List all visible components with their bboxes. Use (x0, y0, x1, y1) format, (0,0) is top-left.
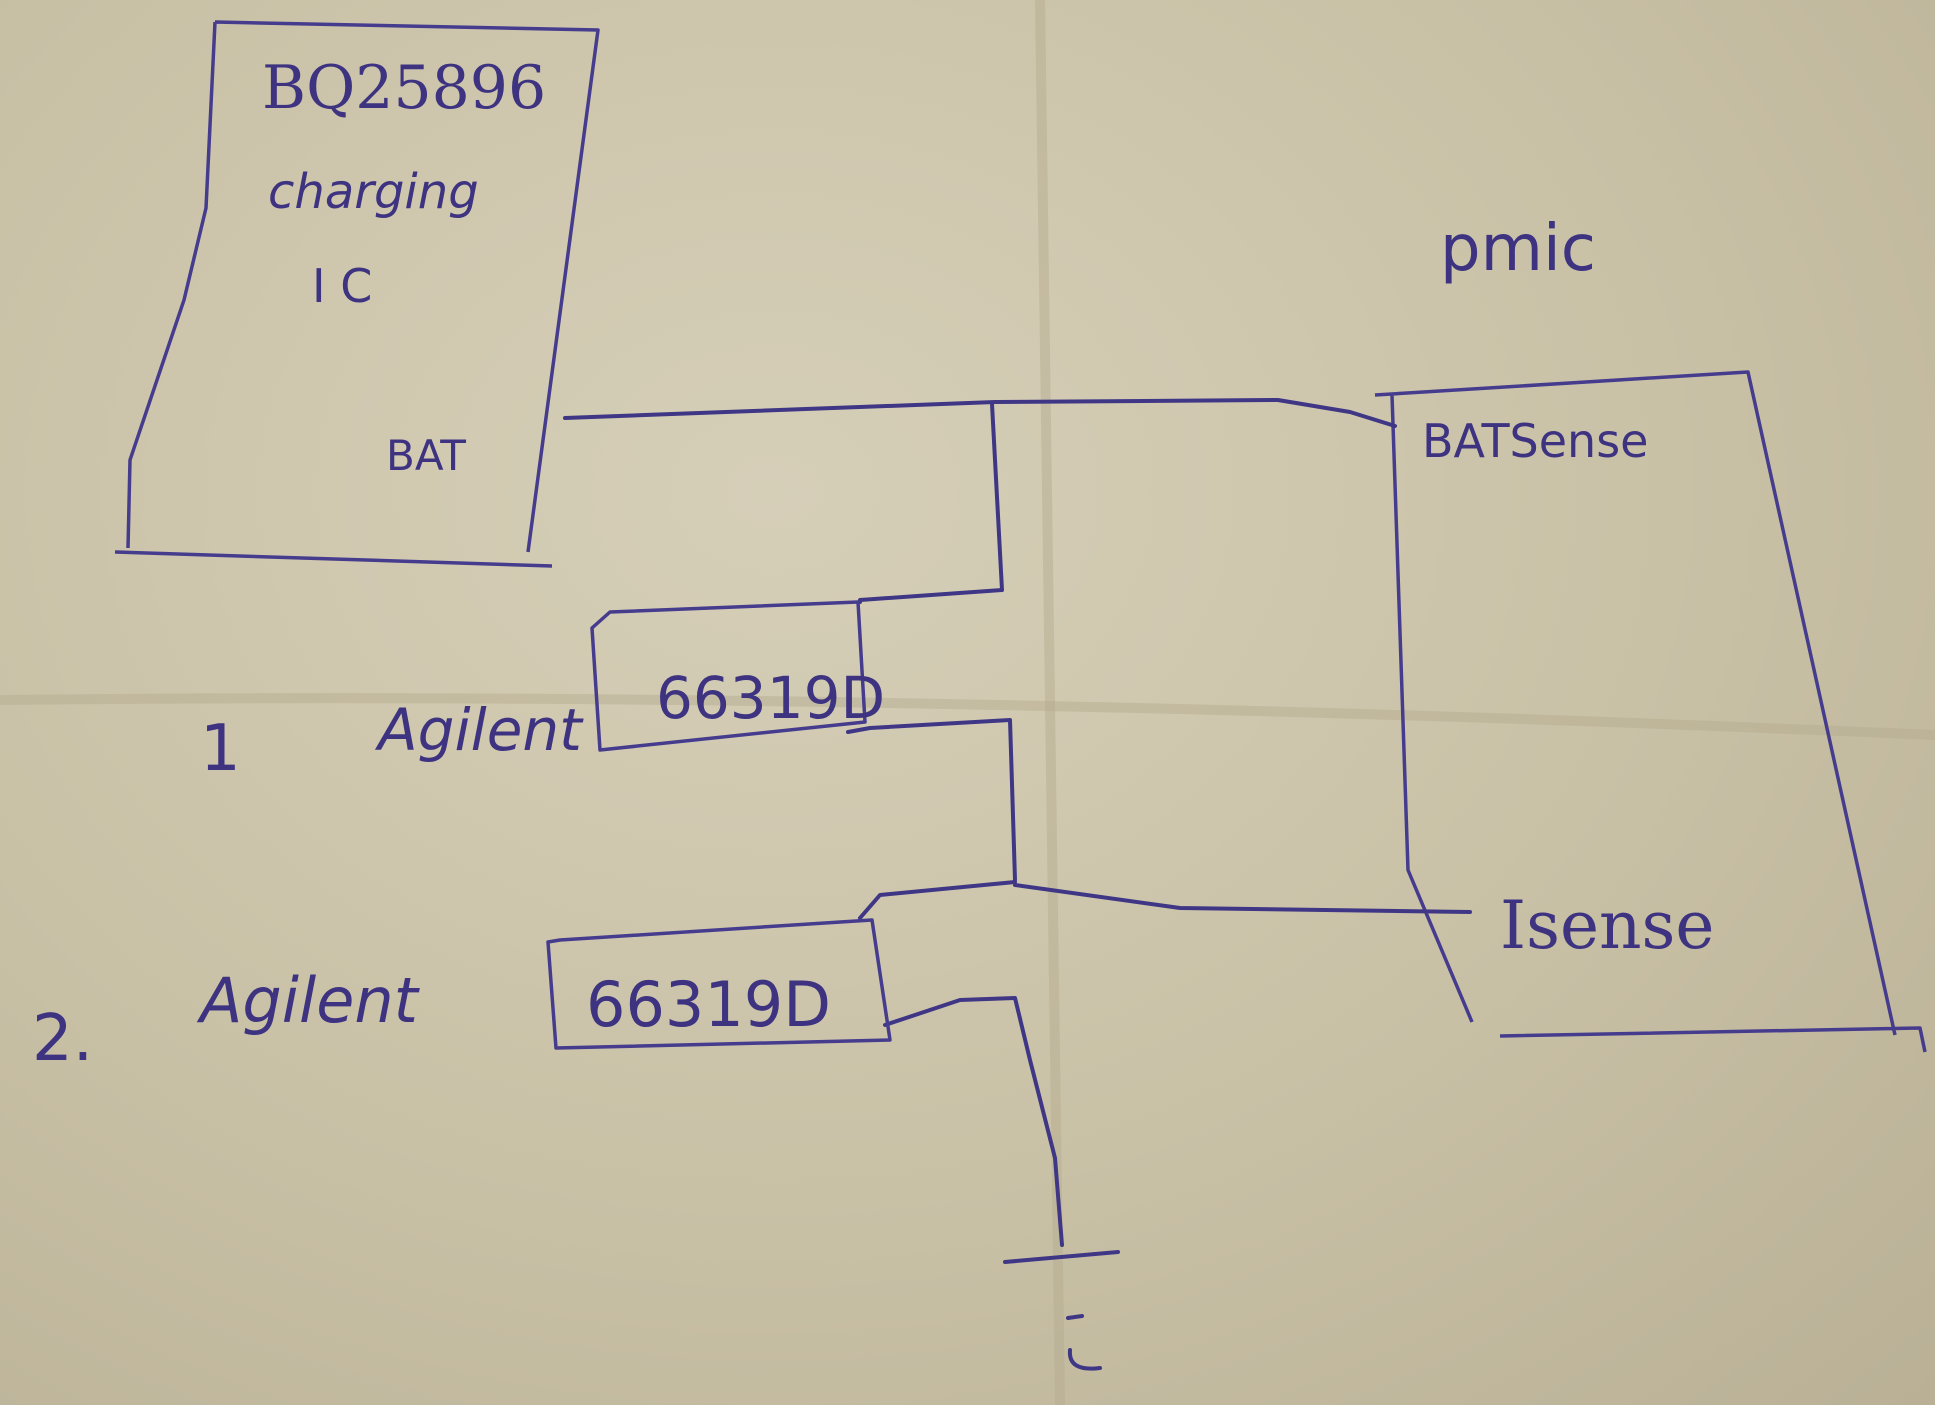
load2-model-label: 66319D (586, 968, 831, 1041)
charger-part-label: BQ25896 (262, 53, 546, 123)
ground-icon (1003, 1250, 1120, 1371)
load1-model-label: 66319D (656, 664, 885, 732)
wire-load2-minus-to-ground (883, 996, 1064, 1247)
load1-block: 1 Agilent 66319D (200, 600, 885, 786)
wire-junction-to-isense (1013, 883, 1472, 914)
load1-outline (590, 600, 867, 752)
pmic-block: pmic BATSense Isense (1374, 212, 1927, 1053)
charger-ic-outline (114, 20, 600, 568)
pmic-isense-pin-label: Isense (1500, 887, 1714, 964)
wire-bat-to-batsense (563, 398, 1397, 428)
load2-outline (546, 918, 892, 1050)
charger-bat-pin-label: BAT (386, 431, 466, 480)
charger-ic-label: I C (312, 259, 372, 313)
wire-junction-to-load2-plus (858, 880, 1017, 920)
charger-ic-block: BQ25896 charging I C BAT (114, 20, 600, 568)
load2-index-label: 2. (32, 1002, 93, 1076)
wire-bat-to-load1-plus (858, 402, 1004, 604)
paper-fold (0, 693, 1935, 740)
pmic-title: pmic (1440, 212, 1596, 286)
load2-brand-label: Agilent (196, 964, 421, 1037)
load1-index-label: 1 (200, 712, 241, 786)
load1-brand-label: Agilent (374, 696, 584, 764)
pmic-outline (1374, 370, 1927, 1053)
pmic-batsense-pin-label: BATSense (1422, 414, 1648, 468)
load2-block: 2. Agilent 66319D (32, 918, 892, 1076)
charger-desc-label: charging (268, 164, 479, 220)
wire-load1-minus-to-junction (846, 718, 1017, 882)
